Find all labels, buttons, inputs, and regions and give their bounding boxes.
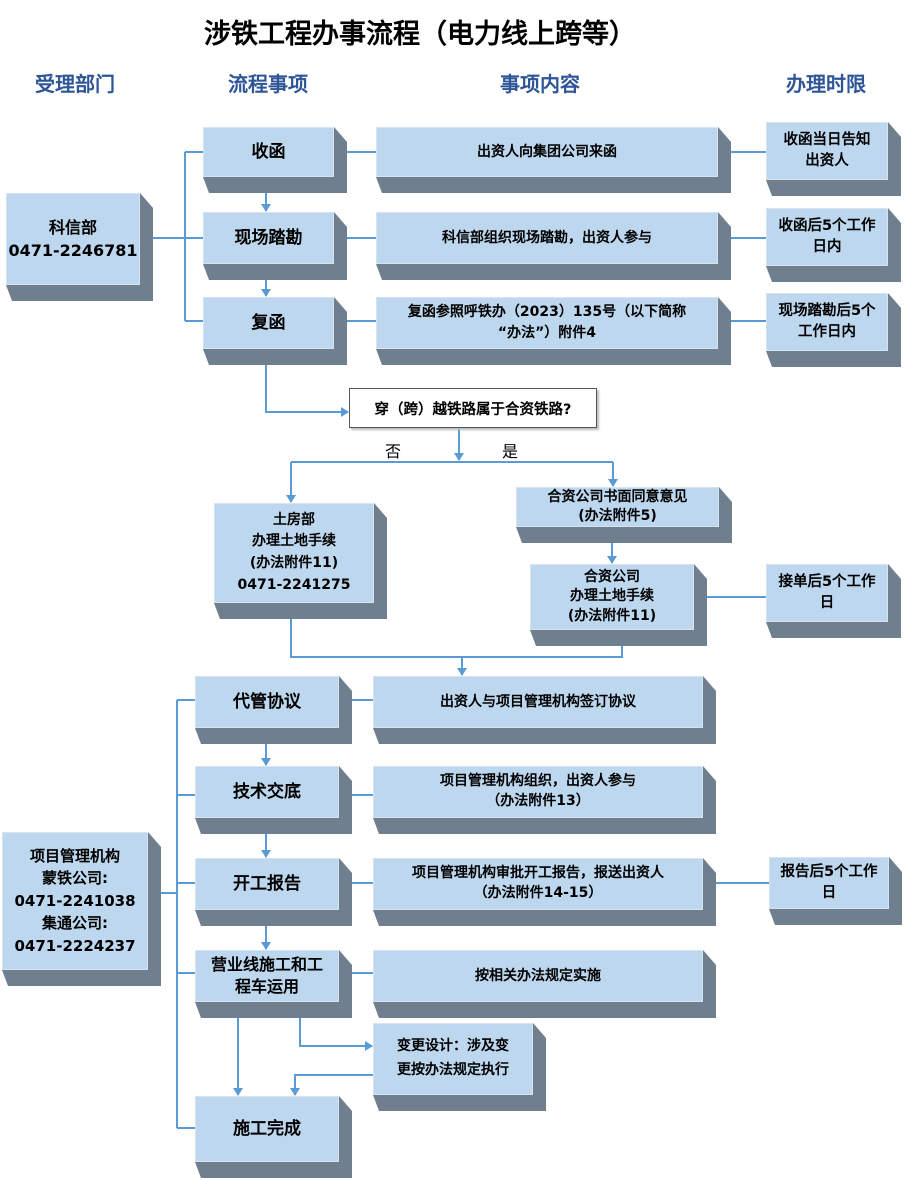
label-no: 否: [385, 442, 402, 461]
step-operating-line-construction: 营业线施工和工 程车运用: [195, 950, 339, 1002]
time-land-procedure: 接单后5个工作 日: [766, 564, 888, 622]
decision-joint-venture-railway: 穿（跨）越铁路属于合资铁路?: [349, 388, 597, 428]
content-design-change: 变更设计：涉及变 更按办法规定执行: [373, 1023, 533, 1095]
step-start-report: 开工报告: [195, 858, 339, 910]
time-reply-letter: 现场踏勘后5个 工作日内: [766, 293, 888, 351]
step-site-survey: 现场踏勘: [203, 212, 334, 264]
content-site-survey: 科信部组织现场踏勘，出资人参与: [376, 212, 718, 264]
time-receive-letter: 收函当日告知 出资人: [766, 122, 888, 180]
header-dept: 受理部门: [35, 72, 115, 96]
content-operating-line-construction: 按相关办法规定实施: [373, 950, 703, 1002]
step-construction-complete: 施工完成: [195, 1096, 339, 1162]
yes-branch-written-consent: 合资公司书面同意意见 (办法附件5): [516, 487, 719, 527]
content-agency-agreement: 出资人与项目管理机构签订协议: [373, 676, 703, 728]
step-reply-letter: 复函: [203, 297, 334, 349]
content-reply-letter: 复函参照呼铁办（2023）135号（以下简称 “办法”）附件4: [376, 297, 718, 349]
header-time: 办理时限: [786, 72, 866, 96]
label-yes: 是: [502, 442, 519, 461]
step-agency-agreement: 代管协议: [195, 676, 339, 728]
dept-box-project-management: 项目管理机构 蒙铁公司: 0471-2241038 集通公司: 0471-222…: [2, 832, 148, 970]
time-site-survey: 收函后5个工作 日内: [766, 208, 888, 266]
step-receive-letter: 收函: [203, 127, 334, 177]
dept-box-kexinbu: 科信部 0471-2246781: [6, 193, 140, 285]
page-title: 涉铁工程办事流程（电力线上跨等）: [204, 19, 636, 50]
time-start-report: 报告后5个工作 日: [769, 857, 889, 909]
content-receive-letter: 出资人向集团公司来函: [376, 127, 718, 177]
step-technical-briefing: 技术交底: [195, 766, 339, 818]
header-content: 事项内容: [500, 72, 580, 96]
content-technical-briefing: 项目管理机构组织，出资人参与 （办法附件13）: [373, 766, 703, 818]
content-start-report: 项目管理机构审批开工报告，报送出资人 （办法附件14-15）: [373, 858, 703, 910]
no-branch-land-dept: 土房部 办理土地手续 (办法附件11) 0471-2241275: [214, 503, 374, 603]
header-step: 流程事项: [228, 72, 308, 96]
yes-branch-land-procedure: 合资公司 办理土地手续 (办法附件11): [530, 564, 694, 630]
